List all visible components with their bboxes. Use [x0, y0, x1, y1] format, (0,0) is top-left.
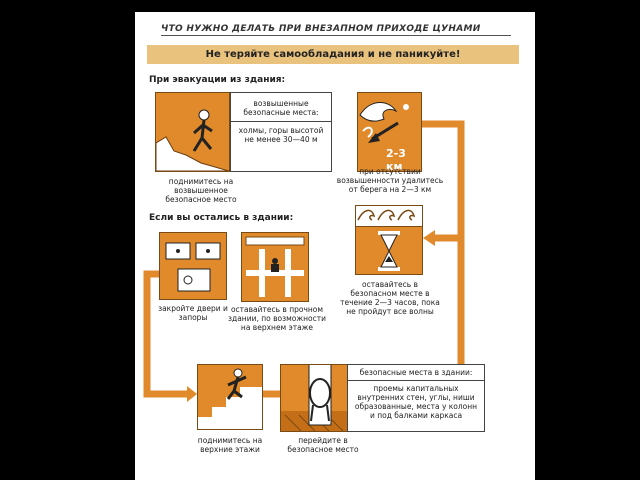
- hourglass-illustration: [355, 205, 423, 275]
- warning-banner: Не теряйте самообладания и не паникуйте!: [147, 45, 519, 64]
- waves-icon: [357, 209, 416, 221]
- elevated-places-header: возвышенные безопасные места:: [231, 93, 331, 122]
- stairs-icon: [198, 368, 262, 429]
- safe-places-building-panel: безопасные места в здании: проемы капита…: [347, 364, 485, 432]
- hill-climber-icon: [155, 109, 230, 172]
- climb-hill-illustration: [155, 92, 230, 172]
- poster-sheet: ЧТО НУЖНО ДЕЛАТЬ ПРИ ВНЕЗАПНОМ ПРИХОДЕ Ц…: [135, 12, 535, 480]
- lock-icon: [165, 242, 221, 292]
- stairs-illustration: [197, 364, 263, 430]
- safe-places-body: проемы капитальных внутренних стен, углы…: [354, 384, 478, 420]
- caption-upper-floors: поднимитесь на верхние этажи: [197, 436, 263, 454]
- caption-move-away: при отсутствии возвышенности удалитесь о…: [336, 167, 444, 194]
- crouching-person-icon: [281, 365, 351, 432]
- arrow-head-left: [423, 230, 435, 246]
- caption-stay-safe: оставайтесь в безопасном месте в течение…: [340, 280, 440, 316]
- wave-strip: [356, 206, 422, 227]
- section-evacuation: При эвакуации из здания:: [149, 75, 286, 85]
- arrow-head-right: [187, 386, 197, 402]
- distance-label: 2-3 км: [386, 147, 406, 173]
- section-inside: Если вы остались в здании:: [149, 213, 294, 223]
- doors-illustration: [159, 232, 227, 300]
- caption-climb-up: поднимитесь на возвышенное безопасное ме…: [165, 177, 237, 204]
- wave-distance-illustration: 2-3 км: [357, 92, 422, 173]
- building-illustration: [241, 232, 309, 302]
- elevated-places-body: холмы, горы высотой не менее 30—40 м: [238, 126, 324, 144]
- caption-strong-building: оставайтесь в прочном здании, по возможн…: [228, 305, 326, 332]
- hourglass-icon: [378, 231, 400, 271]
- safe-places-header: безопасные места в здании:: [348, 365, 484, 381]
- page-title: ЧТО НУЖНО ДЕЛАТЬ ПРИ ВНЕЗАПНОМ ПРИХОДЕ Ц…: [161, 24, 511, 36]
- caption-go-safe-place: перейдите в безопасное место: [287, 436, 359, 454]
- safe-corner-illustration: [280, 364, 352, 432]
- wave-icon: [359, 102, 409, 143]
- building-icon: [245, 236, 305, 297]
- caption-close-doors: закройте двери и запоры: [158, 304, 228, 322]
- elevated-places-panel: возвышенные безопасные места: холмы, гор…: [230, 92, 332, 172]
